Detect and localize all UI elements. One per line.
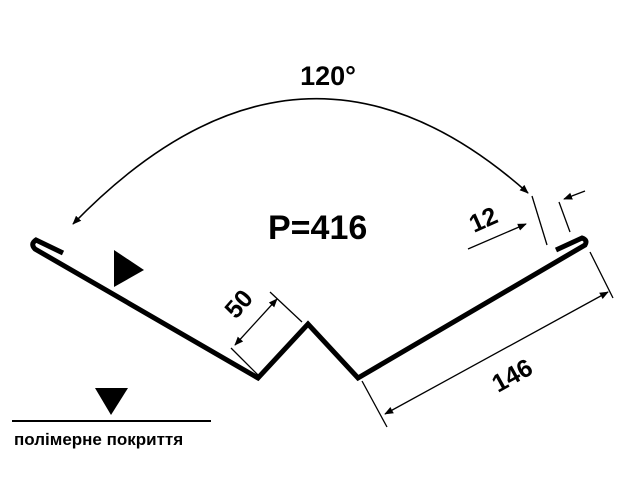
perimeter-label: P=416	[268, 209, 367, 247]
legend-text: полімерне покриття	[14, 430, 183, 449]
side-dimension-line	[384, 291, 609, 415]
ridge-extension-line-1	[230, 347, 259, 376]
hem-dimension-arrow-left	[467, 223, 527, 250]
angle-arc	[72, 97, 529, 225]
ridge-dimension-line	[234, 298, 278, 346]
angle-label: 120°	[300, 61, 356, 91]
hem-dimension-arrow-right	[563, 190, 586, 200]
legend-triangle-icon	[95, 388, 128, 415]
coating-side-triangle-icon	[114, 250, 144, 287]
ridge-dimension-label: 50	[219, 285, 258, 324]
hem-extension-line-2	[558, 201, 571, 233]
ridge-extension-line-2	[269, 291, 303, 323]
hem-extension-line	[531, 195, 548, 246]
side-extension-line-2	[589, 251, 614, 299]
side-dimension-label: 146	[487, 354, 537, 399]
profile-outline	[30, 235, 589, 382]
hem-dimension-label: 12	[465, 202, 502, 239]
side-extension-line-1	[361, 380, 388, 428]
